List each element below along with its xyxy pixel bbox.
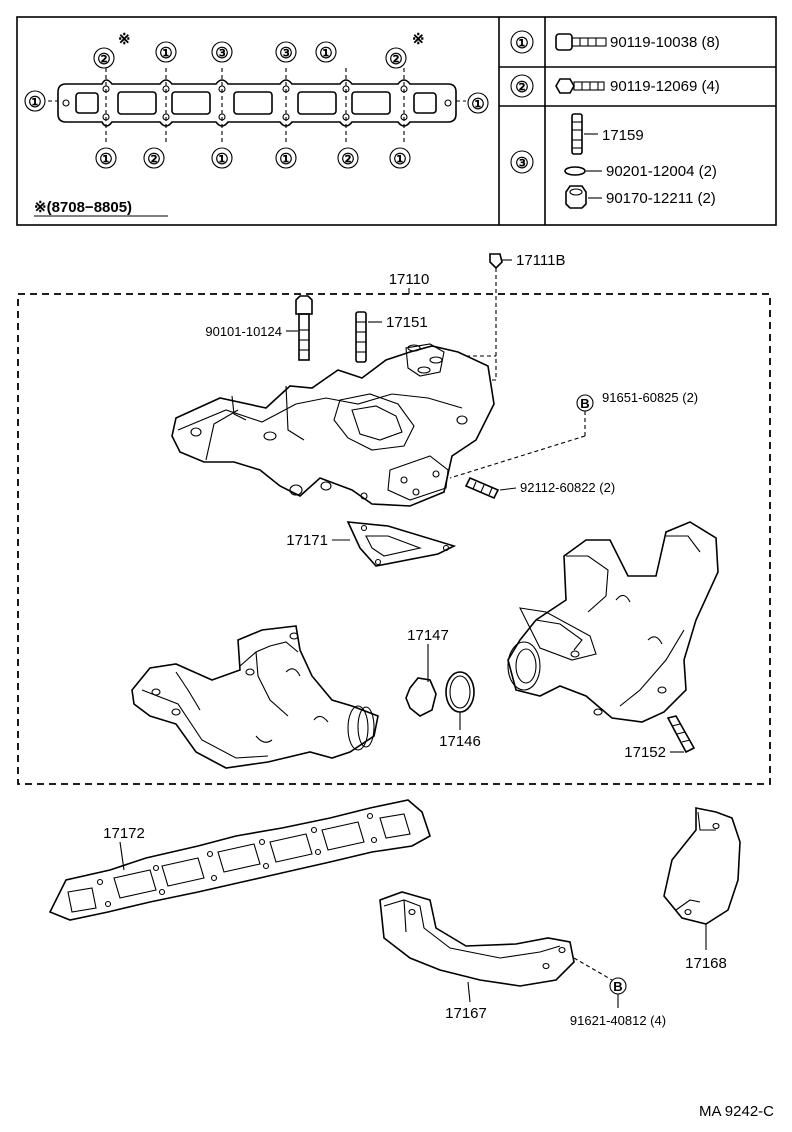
gasket-callout-top-2: ① xyxy=(155,41,177,63)
gasket-callout-bottom-1: ① xyxy=(95,147,117,169)
legend-part-5: 90170-12211 (2) xyxy=(606,190,716,207)
label-17111b: 17111B xyxy=(516,252,566,269)
bracket-17167 xyxy=(379,891,613,1003)
diagram-code: MA 9242-C xyxy=(699,1103,774,1120)
label-90101-10124: 90101-10124 xyxy=(205,324,282,339)
legend-key-2: ② xyxy=(510,74,534,98)
label-91651-60825: 91651-60825 (2) xyxy=(602,390,698,405)
gasket-callout-top-4: ③ xyxy=(275,41,297,63)
label-92112-60822: 92112-60822 (2) xyxy=(520,480,615,495)
legend-key-3: ③ xyxy=(510,150,534,174)
stud-17151 xyxy=(355,311,382,363)
legend-part-3: 17159 xyxy=(602,127,644,144)
svg-text:B: B xyxy=(580,396,589,411)
stud-17152 xyxy=(666,715,696,754)
stud-92112-60822 xyxy=(464,476,517,500)
label-91621-40812: 91621-40812 (4) xyxy=(570,1013,666,1028)
svg-text:①: ① xyxy=(319,45,332,62)
stud-bolt-icon xyxy=(571,113,598,155)
label-17151: 17151 xyxy=(386,314,428,331)
svg-text:①: ① xyxy=(28,94,41,111)
gasket-callout-bottom-4: ① xyxy=(275,147,297,169)
gasket-callout-bottom-3: ① xyxy=(211,147,233,169)
gasket-top-view xyxy=(48,68,466,142)
legend-part-1: 90119-10038 (8) xyxy=(610,34,720,51)
svg-text:①: ① xyxy=(515,35,528,52)
label-17152: 17152 xyxy=(624,744,666,761)
svg-text:①: ① xyxy=(393,151,406,168)
svg-text:③: ③ xyxy=(515,155,528,172)
gasket-callout-top-3: ③ xyxy=(211,41,233,63)
legend-note: ※(8708−8805) xyxy=(34,199,132,216)
gasket-callout-top-6: ② xyxy=(385,47,407,69)
gasket-callout-left: ① xyxy=(24,90,46,112)
svg-text:①: ① xyxy=(159,45,172,62)
label-17168: 17168 xyxy=(685,955,727,972)
legend-key-1: ① xyxy=(510,30,534,54)
hex-bolt-icon xyxy=(555,78,605,94)
svg-text:②: ② xyxy=(341,151,354,168)
gasket-callout-bottom-5: ② xyxy=(337,147,359,169)
label-17172: 17172 xyxy=(103,825,145,842)
legend-part-4: 90201-12004 (2) xyxy=(606,163,717,180)
svg-text:①: ① xyxy=(99,151,112,168)
label-17167: 17167 xyxy=(445,1005,487,1022)
label-17147: 17147 xyxy=(407,627,449,644)
label-17146: 17146 xyxy=(439,733,481,750)
svg-text:②: ② xyxy=(515,79,528,96)
intake-manifold-17110 xyxy=(171,343,495,507)
flange-bolt-icon xyxy=(555,33,607,51)
note-mark-right: ※ xyxy=(412,31,425,48)
svg-text:②: ② xyxy=(389,51,402,68)
ring-17146 xyxy=(445,671,475,730)
exhaust-manifold-right xyxy=(507,521,719,723)
svg-text:③: ③ xyxy=(215,45,228,62)
gasket-callout-bottom-6: ① xyxy=(389,147,411,169)
washer-icon xyxy=(564,166,602,176)
gasket-17171 xyxy=(332,521,457,567)
svg-text:②: ② xyxy=(97,51,110,68)
gasket-17147 xyxy=(405,644,437,717)
gasket-callout-top-5: ① xyxy=(315,41,337,63)
assembly-17110-boundary xyxy=(17,293,771,785)
gasket-callout-bottom-2: ② xyxy=(143,147,165,169)
svg-text:①: ① xyxy=(471,96,484,113)
gasket-17172 xyxy=(48,799,431,921)
legend-part-2: 90119-12069 (4) xyxy=(610,78,720,95)
gasket-callout-right: ① xyxy=(467,92,489,114)
gasket-callout-top-1: ② xyxy=(93,47,115,69)
label-17110: 17110 xyxy=(389,271,430,288)
label-17171: 17171 xyxy=(286,532,328,549)
insulator-17168 xyxy=(663,807,741,950)
svg-text:③: ③ xyxy=(279,45,292,62)
callout-b-91651: B xyxy=(449,394,594,479)
svg-text:①: ① xyxy=(279,151,292,168)
svg-text:B: B xyxy=(613,979,622,994)
note-mark-left: ※ xyxy=(118,31,131,48)
svg-text:①: ① xyxy=(215,151,228,168)
bolt-90101-10124 xyxy=(286,295,313,361)
nut-icon xyxy=(565,185,602,209)
exhaust-manifold-left xyxy=(131,625,379,769)
legend-table xyxy=(16,16,777,226)
svg-text:②: ② xyxy=(147,151,160,168)
callout-b-91621: B xyxy=(609,977,627,1008)
